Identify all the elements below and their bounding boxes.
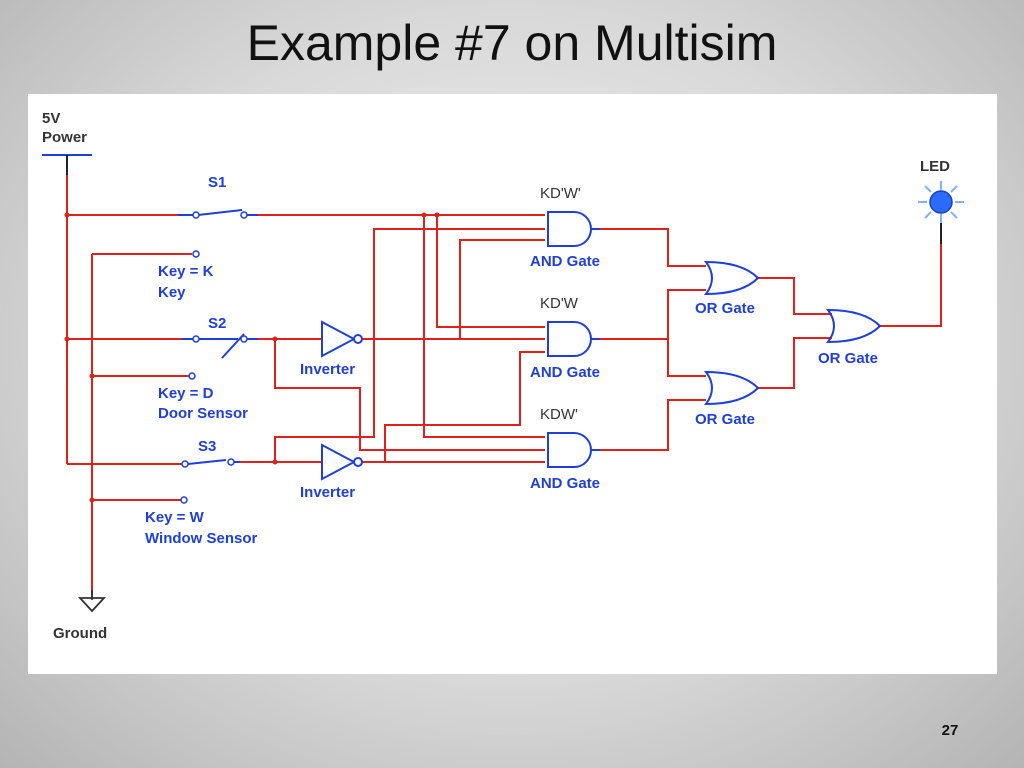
or-gate-1 [704,260,760,296]
and-gate-3 [547,432,600,468]
circuit-diagram-panel: 5V Power Ground S1 Key = K Key S2 Key = … [28,94,997,674]
slide-title: Example #7 on Multisim [246,15,778,71]
power-label-line1: 5V [42,110,60,127]
wires [66,155,942,600]
and-gate-2-label: AND Gate [530,364,600,381]
switch-s2-key-terminal [188,372,196,380]
switch-s1-key-terminal [192,250,200,258]
led-indicator [918,181,964,244]
circuit-diagram: 5V Power Ground S1 Key = K Key S2 Key = … [42,110,964,642]
switch-s2-key-line1: Key = D [158,385,214,402]
junction-dots [64,212,440,503]
switch-s3 [181,458,240,468]
switch-s2-key-line2: Door Sensor [158,405,248,422]
ground-label: Ground [53,625,107,642]
slide-number: 27 [941,722,959,739]
ground-symbol [77,590,107,613]
and-gate-1 [547,211,600,247]
or-gate-2-label: OR Gate [695,411,755,428]
switch-s1 [178,209,258,219]
and-gate-3-expr: KDW' [540,406,578,423]
or-gate-2 [704,370,760,406]
inverter-d-label: Inverter [300,361,355,378]
or-gate-1-label: OR Gate [695,300,755,317]
and-gate-1-expr: KD'W' [540,185,581,202]
and-gate-2-expr: KD'W [540,295,579,312]
switch-s3-key-terminal [180,496,188,504]
switch-s3-key-line1: Key = W [145,509,205,526]
inverter-w-label: Inverter [300,484,355,501]
switch-s2-label: S2 [208,315,226,332]
or-gate-final-label: OR Gate [818,350,878,367]
switch-s1-key-line1: Key = K [158,263,214,280]
and-gate-2 [547,321,600,357]
switch-s2 [182,333,258,359]
switch-s1-key-line2: Key [158,284,186,301]
power-label-line2: Power [42,129,87,146]
and-gate-1-label: AND Gate [530,253,600,270]
power-source-symbol [42,154,92,175]
switch-s3-key-line2: Window Sensor [145,530,258,547]
inverter-w [321,443,363,481]
and-gate-3-label: AND Gate [530,475,600,492]
inverter-d [321,320,363,358]
switch-s3-label: S3 [198,438,216,455]
or-gate-final [826,308,882,344]
switch-s1-label: S1 [208,174,226,191]
led-label: LED [920,158,950,175]
